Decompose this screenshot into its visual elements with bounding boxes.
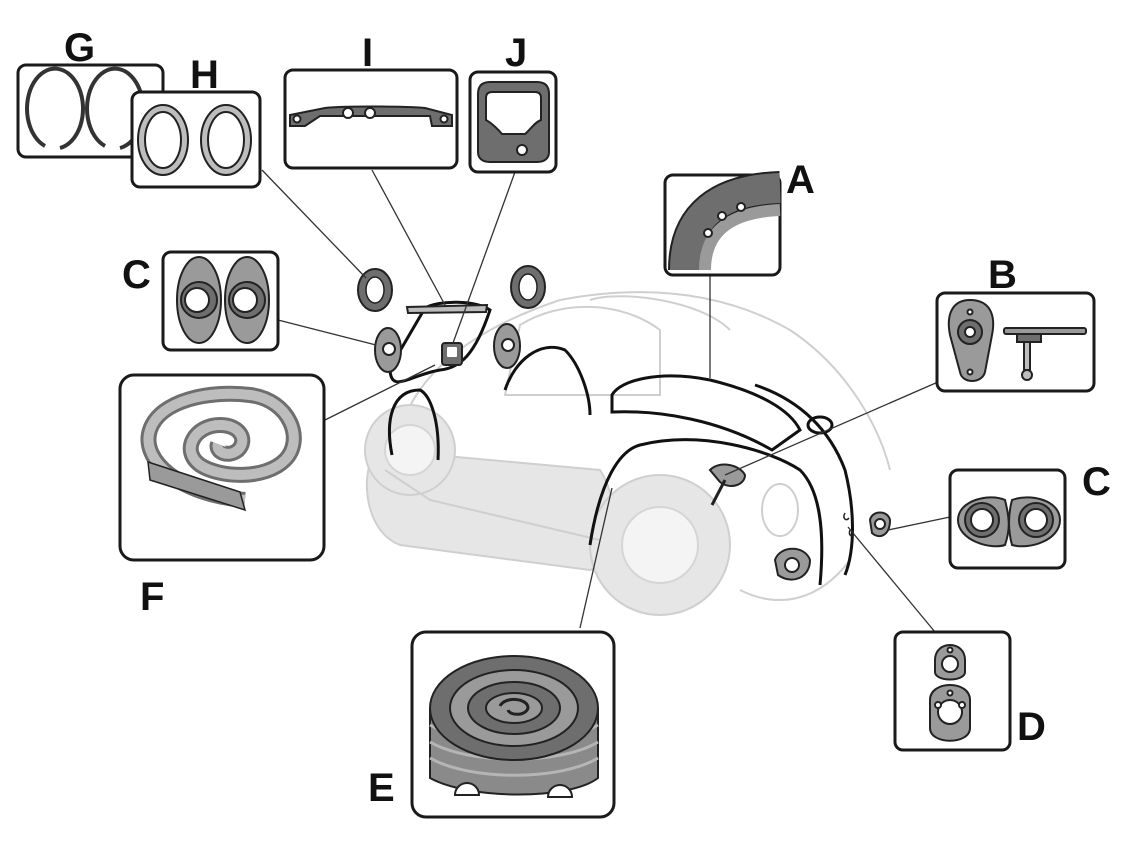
box-b-antenna-seal [935,291,1096,393]
box-f-coil-seal [118,373,326,562]
box-i-engine-lid-bar [283,68,459,170]
box-a-fender-beading [663,171,782,277]
label-f: F [140,575,165,619]
label-i: I [362,31,374,75]
box-e-coil-seal-roll [410,630,616,819]
box-c-right-signal-seals [948,468,1067,570]
label-c-left: C [122,253,151,297]
box-h-round-seals [130,90,262,189]
label-c-right: C [1082,460,1111,504]
box-c-left-taillight-seals [161,250,280,352]
label-d: D [1017,705,1046,749]
hood-seal [610,374,802,452]
rear-fender-seal-2 [503,345,592,416]
rear-fender-seal [388,388,440,461]
installed-seals [357,265,892,586]
label-h: H [190,53,219,97]
box-j-license-seal [468,70,558,174]
label-g: G [64,26,96,70]
engine-lid-seal [388,300,492,384]
engine-bar-seal [405,303,489,315]
label-j: J [505,31,528,75]
leader-lines [261,169,951,633]
front-fender-seal [588,438,824,586]
label-e: E [368,766,395,810]
antenna-seal [708,463,747,487]
car-silhouette [364,291,891,616]
label-b: B [988,253,1017,297]
box-d-taillight-base-seals [893,630,1012,752]
label-a: A [786,158,815,202]
front-fender-beading [754,383,854,576]
